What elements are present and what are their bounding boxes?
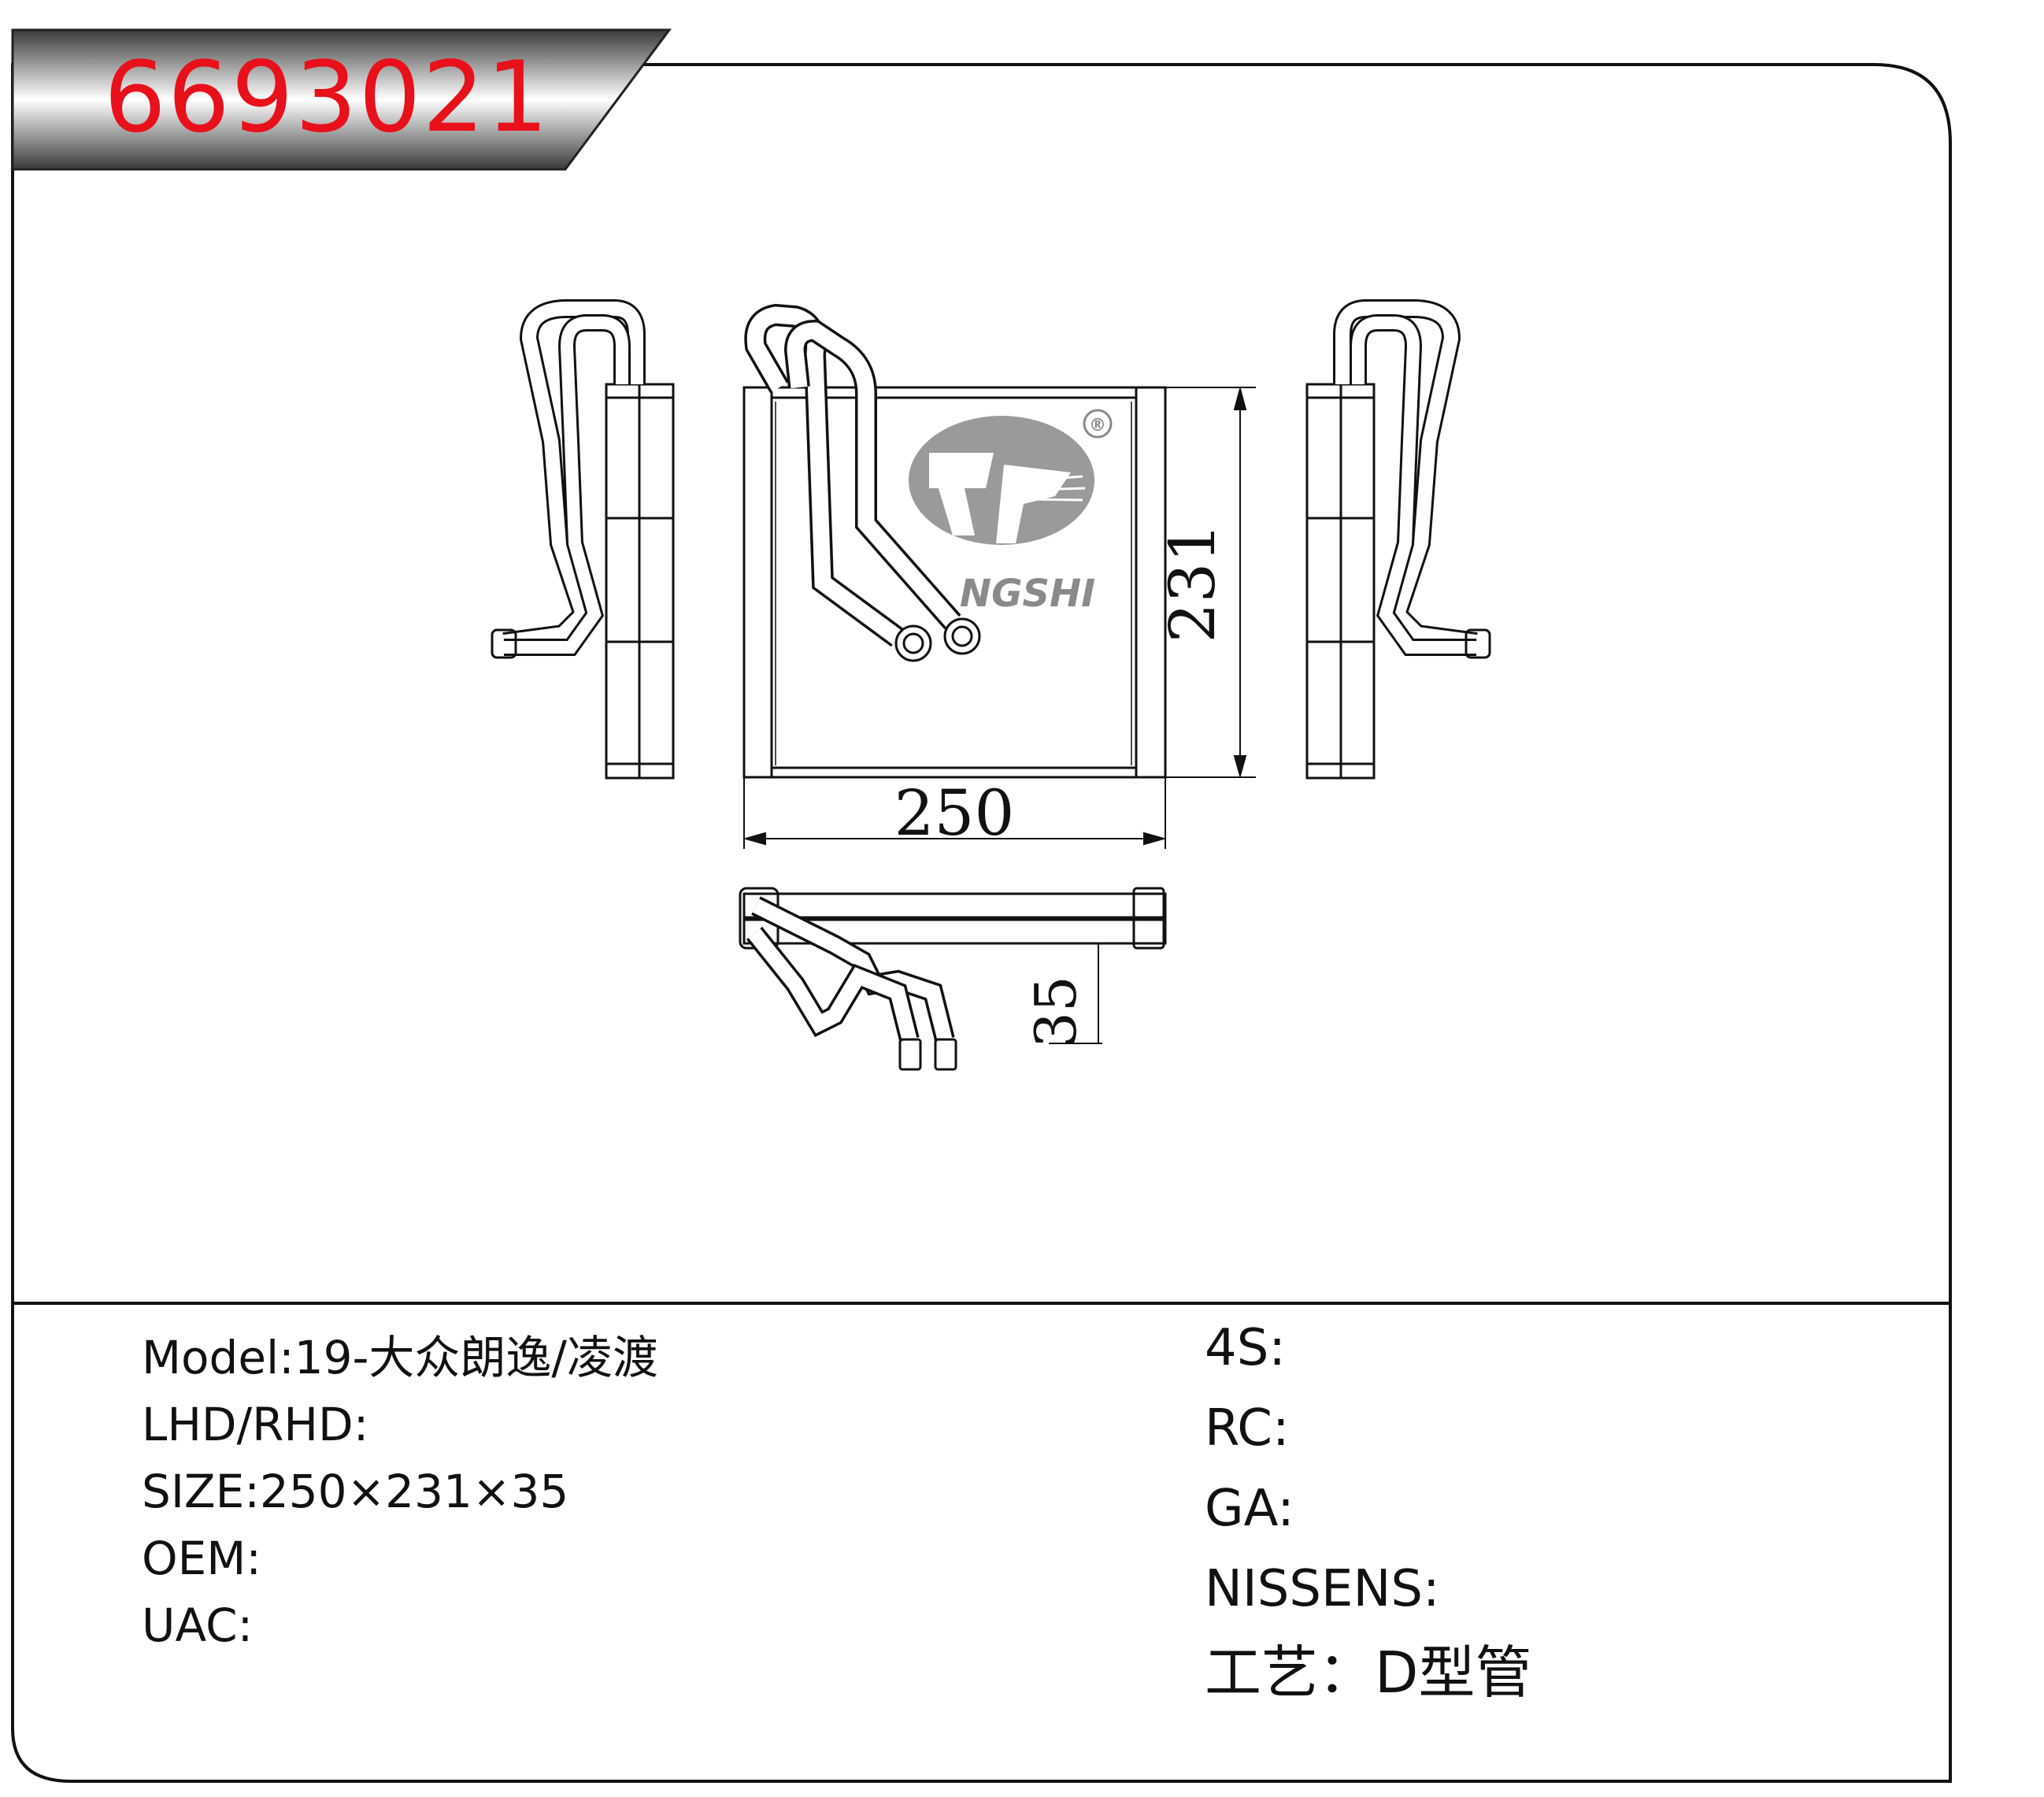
spec-rc-sep: : (1272, 1399, 1290, 1458)
spec-size-sep: : (244, 1465, 260, 1518)
spec-rc: RC: (1205, 1403, 1290, 1454)
brand-logo-text: NGSHI (960, 572, 1095, 616)
spec-uac-label: UAC (142, 1599, 238, 1652)
part-number: 6693021 (104, 41, 550, 154)
spec-size: SIZE:250×231×35 (142, 1469, 568, 1514)
spec-uac-sep: : (237, 1599, 254, 1652)
spec-process: 工艺：D型管 (1205, 1644, 1531, 1701)
spec-oem-label: OEM (142, 1532, 246, 1585)
spec-model: Model:19-大众朗逸/凌渡 (142, 1335, 658, 1380)
spec-model-value: 19-大众朗逸/凌渡 (294, 1331, 658, 1384)
height-dimension (1165, 386, 1256, 779)
spec-nissens: NISSENS: (1205, 1564, 1440, 1614)
spec-uac: UAC: (142, 1602, 253, 1648)
brand-logo: ® NGSHI (909, 409, 1113, 616)
spec-rc-label: RC (1205, 1399, 1272, 1458)
depth-dimension (1049, 943, 1102, 1044)
left-side-view (491, 299, 675, 780)
spec-oem: OEM: (142, 1536, 261, 1581)
spec-size-value: 250×231×35 (259, 1465, 569, 1518)
registered-mark-icon (1083, 409, 1113, 439)
spec-model-sep: : (279, 1331, 294, 1384)
spec-4s-label: 4S (1205, 1319, 1269, 1377)
width-dimension-label: 250 (894, 776, 1015, 850)
part-number-banner (11, 28, 672, 171)
width-dimension (742, 777, 1167, 849)
spec-nissens-label: NISSENS (1205, 1560, 1423, 1618)
outer-frame (11, 63, 1952, 1783)
spec-process-sep: ： (1318, 1640, 1376, 1706)
spec-4s-sep: : (1268, 1319, 1286, 1377)
spec-ga: GA: (1205, 1484, 1294, 1534)
spec-ga-label: GA (1205, 1480, 1278, 1538)
top-view (739, 887, 1167, 1071)
spec-model-label: Model (142, 1331, 280, 1384)
front-view (742, 303, 1167, 779)
logo-mark-icon (929, 453, 994, 535)
spec-lhd-rhd-label: LHD/RHD (142, 1398, 354, 1451)
spec-4s: 4S: (1205, 1323, 1286, 1373)
right-side-view (1305, 299, 1491, 780)
spec-lhd-rhd: LHD/RHD: (142, 1402, 368, 1447)
height-dimension-label: 231 (1156, 523, 1229, 643)
spec-oem-sep: : (246, 1532, 261, 1585)
spec-lhd-rhd-sep: : (353, 1398, 369, 1451)
spec-size-label: SIZE (142, 1465, 245, 1518)
spec-process-value: D型管 (1375, 1640, 1532, 1706)
registered-mark: ® (1089, 416, 1106, 435)
spec-ga-sep: : (1277, 1480, 1294, 1538)
depth-dimension-label: 35 (1023, 976, 1089, 1048)
spec-nissens-sep: : (1422, 1560, 1440, 1618)
spec-process-label: 工艺 (1205, 1640, 1319, 1706)
